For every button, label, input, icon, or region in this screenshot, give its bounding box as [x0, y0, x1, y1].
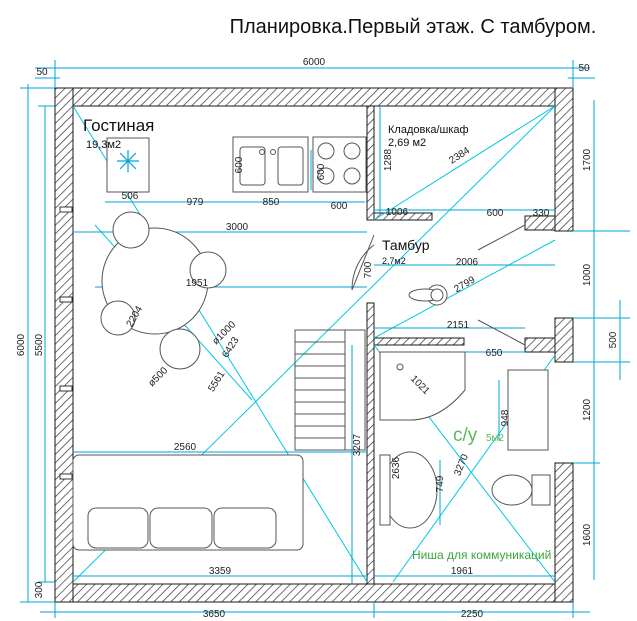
window-marks: [59, 206, 73, 480]
dim-5561: 5561: [206, 369, 227, 394]
dim-right-2: 1000: [582, 263, 593, 286]
room-area-bathroom: 5м2: [486, 433, 504, 444]
dim-650: 650: [486, 348, 503, 359]
interior-walls: [366, 105, 556, 585]
burner-icon: [317, 142, 335, 160]
dim-2384: 2384: [447, 145, 472, 167]
dim-600-counter: 600: [234, 156, 245, 173]
dim-749: 749: [435, 475, 446, 492]
faucet-icon: [259, 149, 265, 155]
dim-600-store: 600: [487, 208, 504, 219]
niche-label: Ниша для коммуникаций: [412, 548, 551, 562]
chair: [100, 300, 136, 336]
dim-2636: 2636: [391, 456, 402, 479]
outer-walls: [54, 87, 574, 603]
dim-1951: 1951: [186, 278, 209, 289]
room-area-living: 19,3м2: [86, 139, 121, 151]
sink-bowl-right: [277, 146, 304, 186]
dim-left-inner: 5500: [34, 333, 45, 356]
dim-2560: 2560: [174, 442, 197, 453]
dim-3000: 3000: [226, 222, 249, 233]
doors: [351, 224, 526, 346]
room-name-bathroom: с/у: [453, 425, 478, 446]
room-name-living: Гостиная: [83, 116, 154, 135]
dim-bottom-left: 3650: [203, 609, 226, 620]
dim-left-total: 6000: [16, 333, 27, 356]
dim-500: ø500: [146, 365, 170, 389]
chair: [189, 251, 227, 289]
dim-right-4: 1200: [582, 398, 593, 421]
chair: [112, 211, 150, 249]
dim-1961: 1961: [451, 566, 474, 577]
washing-machine: [507, 369, 549, 451]
chair: [159, 328, 201, 370]
dim-left-bottom: 300: [34, 581, 45, 598]
staircase: [294, 329, 366, 451]
dim-2151: 2151: [447, 320, 470, 331]
dim-948: 948: [500, 409, 511, 426]
sofa: [72, 454, 304, 551]
dim-3359: 3359: [209, 566, 232, 577]
dim-1006: 1006: [386, 207, 409, 218]
dim-2799: 2799: [452, 274, 477, 295]
room-area-storage: 2,69 м2: [388, 137, 426, 149]
dim-506: 506: [122, 191, 139, 202]
dim-right-1: 1700: [582, 148, 593, 171]
dining-set: [100, 211, 227, 370]
bathroom-fixtures: [379, 351, 551, 529]
dim-top-left: 50: [36, 67, 48, 78]
kitchen: [106, 136, 367, 193]
dim-3207: 3207: [352, 433, 363, 456]
dim-330: 330: [533, 208, 550, 219]
snowflake-icon: [117, 150, 139, 172]
sink-bowl-left: [239, 146, 266, 186]
plan-title: Планировка.Первый этаж. С тамбуром.: [230, 16, 597, 38]
dim-850: 850: [263, 197, 280, 208]
dim-979: 979: [187, 197, 204, 208]
room-name-storage: Кладовка/шкаф: [388, 124, 469, 136]
dim-right-5: 1600: [582, 523, 593, 546]
room-area-vestibule: 2,7м2: [382, 256, 406, 266]
person-icon: [408, 284, 448, 306]
dim-600-stove: 600: [331, 201, 348, 212]
dim-600-sink: 600: [316, 163, 327, 180]
dim-3270: 3270: [452, 452, 471, 477]
dim-700: 700: [363, 261, 374, 278]
dim-bottom-right: 2250: [461, 609, 484, 620]
dim-top-total: 6000: [303, 57, 326, 68]
room-name-vestibule: Тамбур: [382, 237, 430, 253]
dim-1288: 1288: [383, 148, 394, 171]
toilet: [491, 474, 533, 506]
dim-top-right: 50: [578, 63, 590, 74]
dim-2006: 2006: [456, 257, 479, 268]
dim-right-3: 500: [608, 331, 619, 348]
